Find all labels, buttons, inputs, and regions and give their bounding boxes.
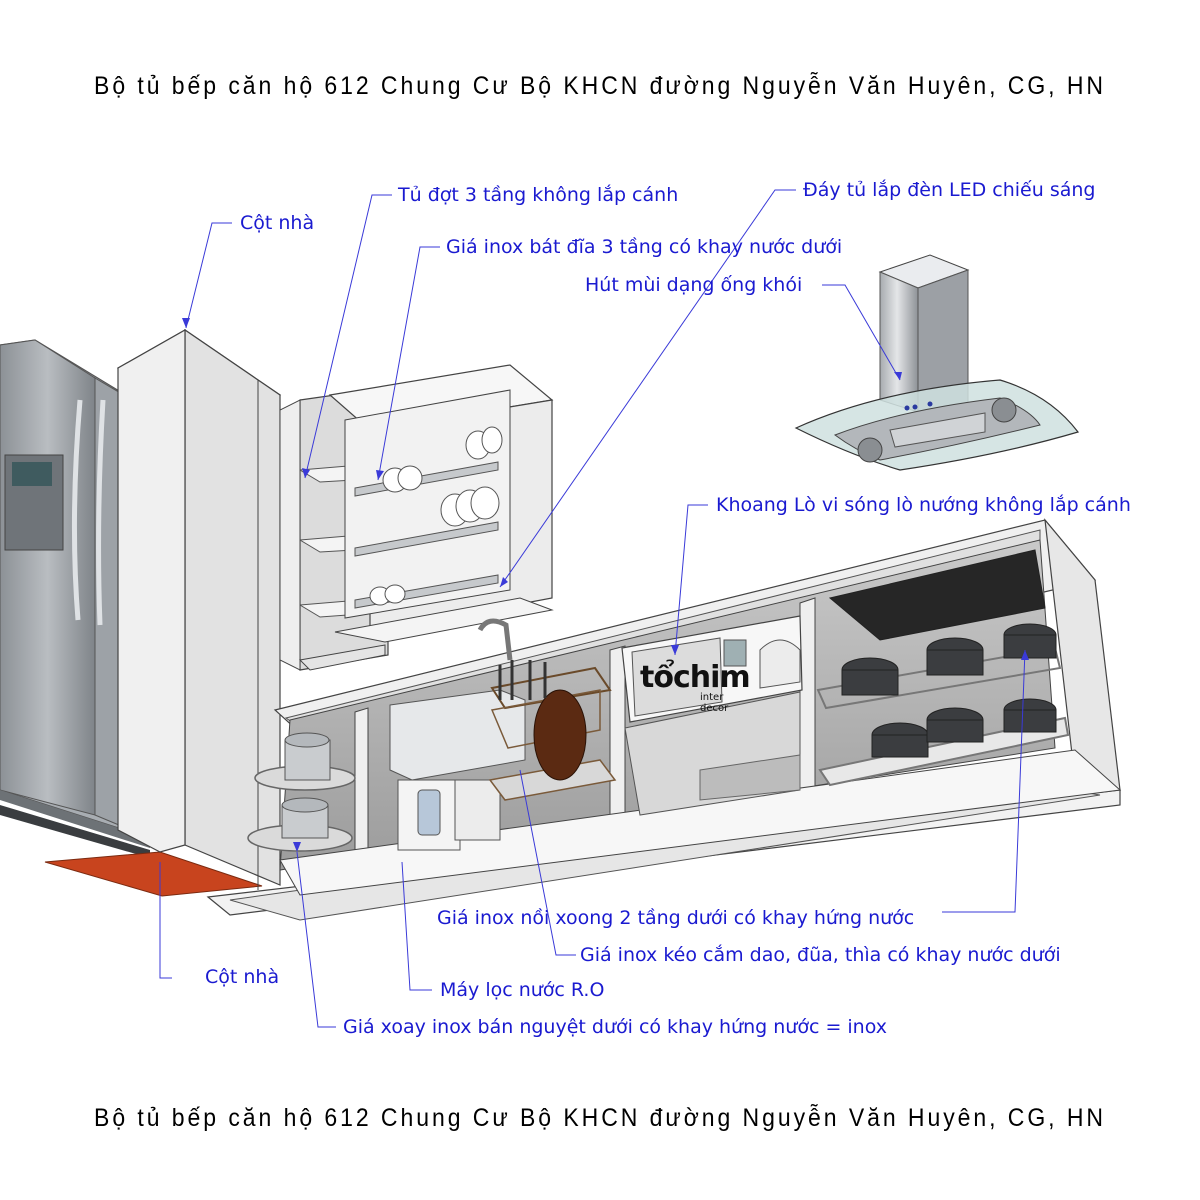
half-moon-carousel <box>247 732 356 852</box>
brand-logo: tổchim inter decor <box>640 660 751 714</box>
label-cutlery-pullout: Giá inox kéo cắm dao, đũa, thìa có khay … <box>580 944 1061 966</box>
label-range-hood: Hút mùi dạng ống khói <box>585 274 803 296</box>
pot-rack <box>816 623 1070 787</box>
dish-rack-cabinet <box>298 364 554 671</box>
label-open-shelf: Tủ đợt 3 tầng không lắp cánh <box>398 184 679 206</box>
plinth <box>44 851 263 897</box>
label-pot-rack: Giá inox nồi xoong 2 tầng dưới có khay h… <box>437 907 915 929</box>
label-dish-rack: Giá inox bát đĩa 3 tầng có khay nước dướ… <box>446 236 843 258</box>
sink-and-filter <box>389 618 526 851</box>
label-column-bottom: Cột nhà <box>205 966 280 988</box>
column <box>116 328 282 890</box>
page-title: Bộ tủ bếp căn hộ 612 Chung Cư Bộ KHCN đư… <box>94 72 1106 100</box>
label-carousel: Giá xoay inox bán nguyệt dưới có khay hứ… <box>343 1016 888 1038</box>
label-oven-bay: Khoang Lò vi sóng lò nướng không lắp cán… <box>716 494 1131 516</box>
label-water-filter: Máy lọc nước R.O <box>440 979 605 1001</box>
cutlery-pullout <box>488 660 617 801</box>
leader-arrowheads <box>182 318 1029 852</box>
page-footer-title: Bộ tủ bếp căn hộ 612 Chung Cư Bộ KHCN đư… <box>94 1104 1106 1132</box>
label-led-bottom: Đáy tủ lắp đèn LED chiếu sáng <box>803 179 1096 201</box>
label-column-top: Cột nhà <box>240 212 315 234</box>
microwave <box>621 615 803 816</box>
brand-logo-sub: inter decor <box>700 692 729 714</box>
leader-lines <box>159 189 1026 1028</box>
range-hood <box>794 254 1080 471</box>
brand-logo-main: tổchim <box>640 660 751 695</box>
pot-compartment-top <box>828 549 1046 641</box>
